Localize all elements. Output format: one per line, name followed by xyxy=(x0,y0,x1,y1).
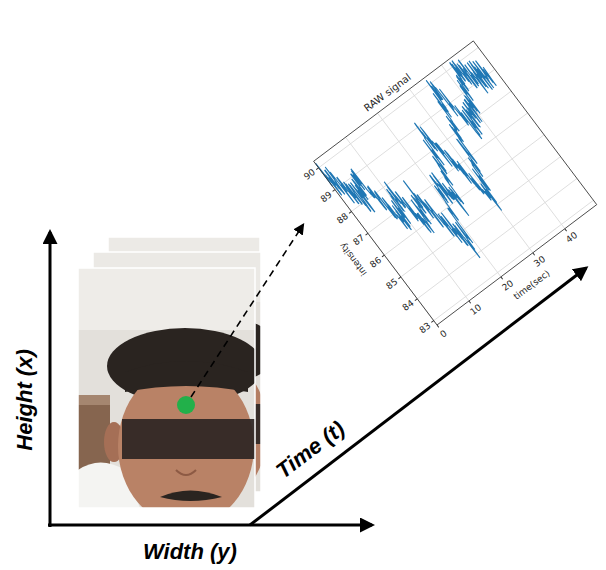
axes-frame xyxy=(314,41,597,325)
tick-mark xyxy=(349,211,351,213)
tick-mark xyxy=(565,229,567,231)
y-tick-label: 90 xyxy=(301,166,317,182)
frame-border xyxy=(78,268,255,508)
tick-mark xyxy=(533,253,535,255)
tick-mark xyxy=(415,299,417,301)
x-tick-label: 30 xyxy=(531,253,547,269)
signal-line xyxy=(315,48,573,303)
width-axis xyxy=(48,524,372,527)
tick-mark xyxy=(469,301,471,303)
tick-mark xyxy=(333,190,335,192)
axis-label: Width (y) xyxy=(143,539,237,565)
grid-line xyxy=(378,113,501,277)
tick-mark xyxy=(431,321,433,323)
tick-mark xyxy=(382,255,384,257)
time-axis xyxy=(250,268,586,525)
axis-label: Height (x) xyxy=(11,349,37,450)
y-tick-label: 87 xyxy=(351,232,367,248)
y-tick-label: 84 xyxy=(400,297,416,313)
axis-label: Time (t) xyxy=(271,416,350,484)
tick-mark xyxy=(316,168,318,170)
dashed-pointer xyxy=(191,225,303,397)
y-tick-label: 88 xyxy=(334,210,350,226)
pixel-dot xyxy=(177,396,195,414)
raw-signal-plot: RAW signal9089888786858483intensity01020… xyxy=(258,0,606,377)
grid-line xyxy=(417,178,577,298)
y-tick-label: 85 xyxy=(384,276,400,292)
video-frame-front xyxy=(78,268,255,508)
grid-line xyxy=(335,69,495,189)
tick-mark xyxy=(366,233,368,235)
tick-mark xyxy=(501,277,503,279)
height-axis xyxy=(49,232,52,527)
x-tick-label: 40 xyxy=(563,229,579,245)
tick-mark xyxy=(437,325,439,327)
plot-area xyxy=(258,0,606,377)
y-tick-label: 83 xyxy=(417,319,433,335)
tick-mark xyxy=(398,277,400,279)
x-tick-label: 0 xyxy=(438,327,450,340)
plot-title: RAW signal xyxy=(362,71,414,114)
x-tick-label: 10 xyxy=(468,301,484,317)
y-axis-label: intensity xyxy=(336,240,369,278)
y-tick-label: 89 xyxy=(318,188,334,204)
y-tick-label: 86 xyxy=(367,254,383,270)
grid-line xyxy=(368,113,528,233)
